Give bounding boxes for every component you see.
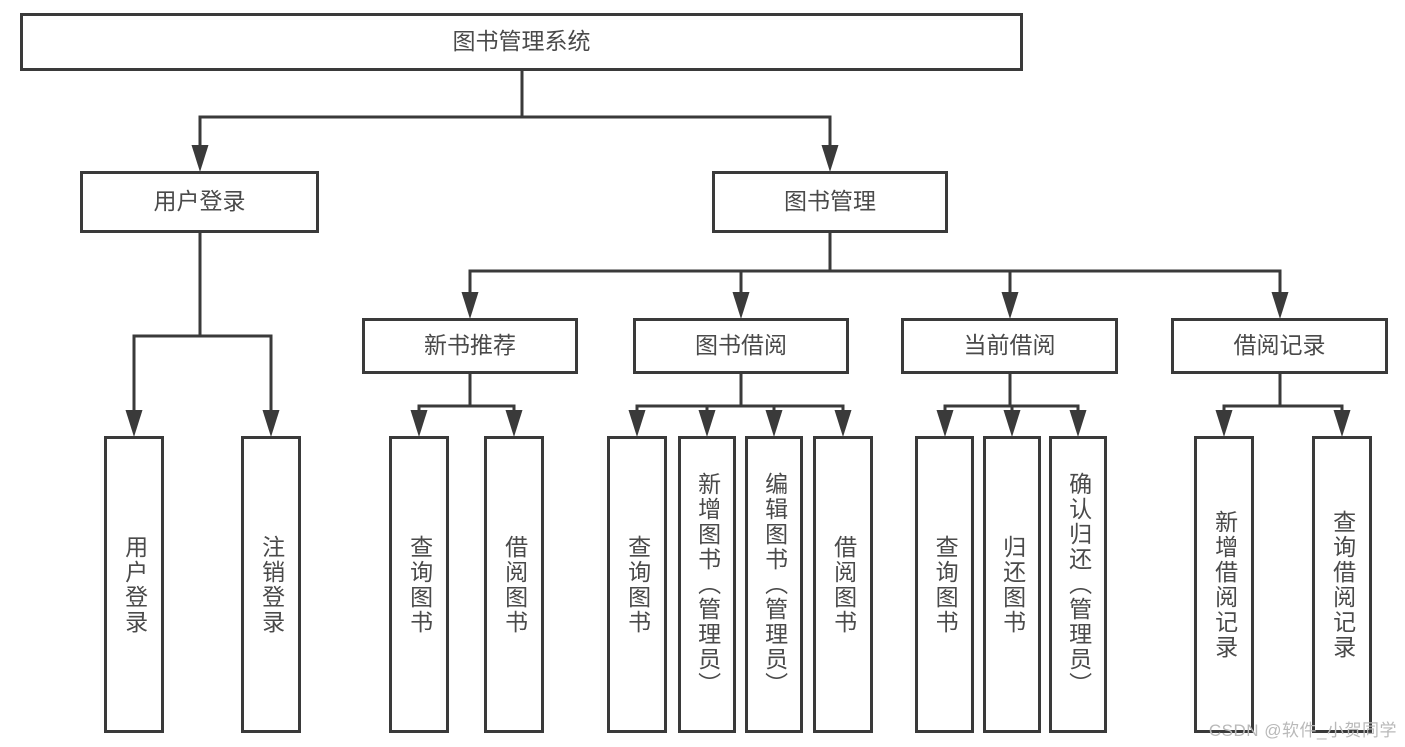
node-box-leaf-confirm-return[interactable]: [1049, 436, 1107, 733]
connector-book-borrow-to-leaf-add-book: [705, 374, 743, 410]
connector-borrow-record-to-leaf-query-record: [1278, 374, 1344, 410]
connector-borrow-record-to-leaf-add-record: [1222, 374, 1282, 410]
node-label-root: 图书管理系统: [453, 28, 591, 54]
connector-book-manage-to-new-book-rec: [468, 233, 832, 292]
arrowhead-leaf-user-login: [125, 410, 143, 437]
node-box-leaf-query-book-bb[interactable]: [607, 436, 667, 733]
watermark-text: CSDN @软件_小贺同学: [1208, 721, 1397, 740]
node-box-leaf-query-record[interactable]: [1312, 436, 1372, 733]
edges-layer: [125, 71, 1351, 437]
node-box-root[interactable]: [20, 13, 1023, 71]
arrowhead-leaf-borrow-book-bb: [834, 410, 852, 437]
arrowhead-user-login: [191, 145, 209, 172]
connector-book-manage-to-book-borrow: [739, 233, 832, 292]
node-box-borrow-record[interactable]: [1171, 318, 1388, 374]
connector-book-manage-to-borrow-record: [828, 233, 1282, 292]
arrowhead-book-borrow: [732, 292, 750, 319]
node-label-current-borrow: 当前借阅: [964, 332, 1056, 358]
connector-book-borrow-to-leaf-borrow-book-bb: [739, 374, 845, 410]
node-label-user-login: 用户登录: [154, 188, 246, 214]
connector-new-book-rec-to-leaf-query-book-rec: [417, 374, 472, 410]
node-box-leaf-add-book[interactable]: [678, 436, 736, 733]
connector-new-book-rec-to-leaf-borrow-book-rec: [468, 374, 516, 410]
arrowhead-leaf-borrow-book-rec: [505, 410, 523, 437]
connector-current-borrow-to-leaf-confirm-return: [1008, 374, 1080, 410]
node-box-leaf-edit-book[interactable]: [745, 436, 803, 733]
arrowhead-current-borrow: [1001, 292, 1019, 319]
node-box-leaf-return-book[interactable]: [983, 436, 1041, 733]
node-box-book-borrow[interactable]: [633, 318, 849, 374]
arrowhead-leaf-query-record: [1333, 410, 1351, 437]
node-box-leaf-borrow-book-rec[interactable]: [484, 436, 544, 733]
arrowhead-leaf-edit-book: [765, 410, 783, 437]
node-label-borrow-record: 借阅记录: [1234, 332, 1326, 358]
arrowhead-book-manage: [821, 145, 839, 172]
arrowhead-leaf-add-book: [698, 410, 716, 437]
connector-user-login-to-leaf-user-logout: [198, 233, 273, 410]
node-box-leaf-query-book-rec[interactable]: [389, 436, 449, 733]
node-box-book-manage[interactable]: [712, 171, 948, 233]
arrowhead-leaf-confirm-return: [1069, 410, 1087, 437]
arrowhead-new-book-rec: [461, 292, 479, 319]
node-box-new-book-rec[interactable]: [362, 318, 578, 374]
connector-current-borrow-to-leaf-query-book-cb: [943, 374, 1012, 410]
node-box-user-login[interactable]: [80, 171, 319, 233]
boxes-layer: [20, 13, 1388, 733]
node-box-current-borrow[interactable]: [901, 318, 1118, 374]
node-box-leaf-add-record[interactable]: [1194, 436, 1254, 733]
node-label-book-manage: 图书管理: [784, 188, 876, 214]
node-box-leaf-query-book-cb[interactable]: [915, 436, 974, 733]
node-box-leaf-user-logout[interactable]: [241, 436, 301, 733]
connector-root-to-user-login: [198, 71, 524, 145]
node-box-leaf-borrow-book-bb[interactable]: [813, 436, 873, 733]
node-label-new-book-rec: 新书推荐: [424, 332, 516, 358]
arrowhead-borrow-record: [1271, 292, 1289, 319]
arrowhead-leaf-add-record: [1215, 410, 1233, 437]
arrowhead-leaf-query-book-cb: [936, 410, 954, 437]
connector-book-manage-to-current-borrow: [828, 233, 1012, 292]
arrowhead-leaf-query-book-bb: [628, 410, 646, 437]
node-box-leaf-user-login[interactable]: [104, 436, 164, 733]
arrowhead-leaf-query-book-rec: [410, 410, 428, 437]
arrowhead-leaf-return-book: [1003, 410, 1021, 437]
connector-user-login-to-leaf-user-login: [132, 233, 202, 410]
node-label-book-borrow: 图书借阅: [695, 332, 787, 358]
connector-root-to-book-manage: [520, 71, 832, 145]
arrowhead-leaf-user-logout: [262, 410, 280, 437]
